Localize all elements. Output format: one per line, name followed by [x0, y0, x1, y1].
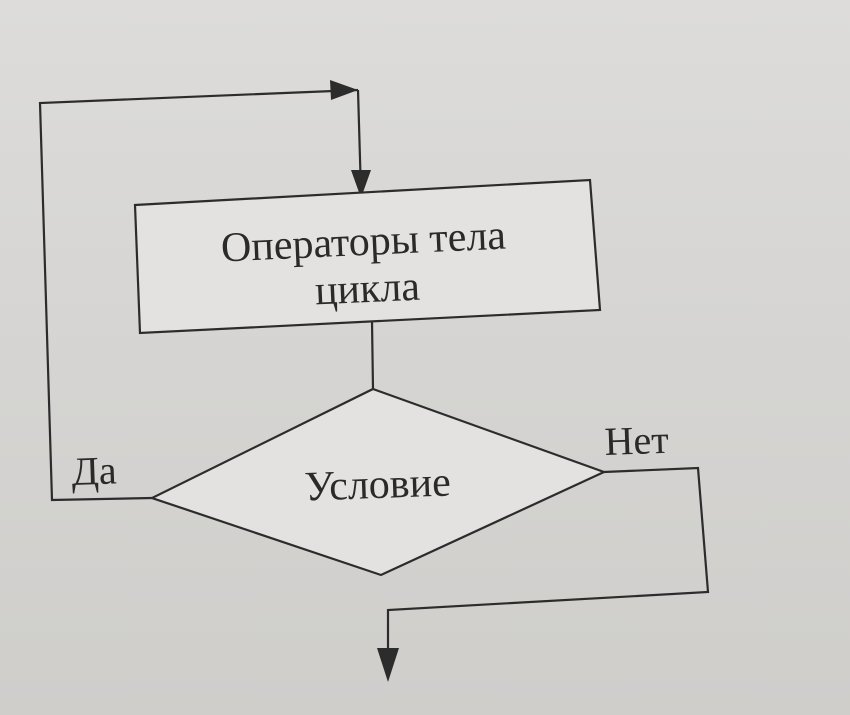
- process-block-shape: [133, 178, 602, 335]
- loop-right-arrowhead: [330, 80, 358, 100]
- decision-block-shape: [149, 387, 607, 577]
- exit-down-arrowhead: [377, 648, 399, 682]
- process-to-decision-connector: [370, 320, 375, 390]
- yes-loop-connector: [38, 88, 359, 502]
- decision-block-text: Условие: [304, 459, 452, 510]
- yes-branch-label: Да: [71, 447, 118, 494]
- no-branch-label: Нет: [604, 417, 670, 464]
- process-block-text-line2: цикла: [314, 264, 421, 315]
- entry-down-arrowhead: [351, 170, 371, 198]
- no-exit-connector: [386, 466, 710, 660]
